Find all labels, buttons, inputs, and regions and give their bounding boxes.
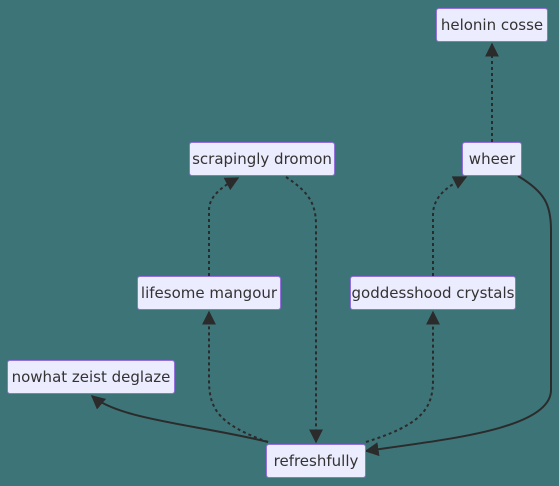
node-lifesome-mangour[interactable]: lifesome mangour [137,276,281,310]
node-wheer[interactable]: wheer [462,142,522,176]
edge-goddesshood-crystals-to-wheer [432,176,468,276]
node-scrapingly-dromon[interactable]: scrapingly dromon [189,142,335,176]
edge-refreshfully-to-lifesome-mangour [202,310,269,443]
node-goddesshood-crystals[interactable]: goddesshood crystals [350,276,516,310]
node-nowhat-zeist-deglaze[interactable]: nowhat zeist deglaze [7,360,175,394]
edge-refreshfully-to-goddesshood-crystals [365,310,440,443]
node-refreshfully[interactable]: refreshfully [266,444,366,478]
edge-lifesome-mangour-to-scrapingly-dromon [208,177,240,276]
edge-wheer-to-refreshfully [364,175,552,457]
edge-refreshfully-to-nowhat-zeist-deglaze [90,395,269,443]
node-helonin-cosse[interactable]: helonin cosse [436,8,548,42]
edge-scrapingly-dromon-to-refreshfully [285,176,323,444]
